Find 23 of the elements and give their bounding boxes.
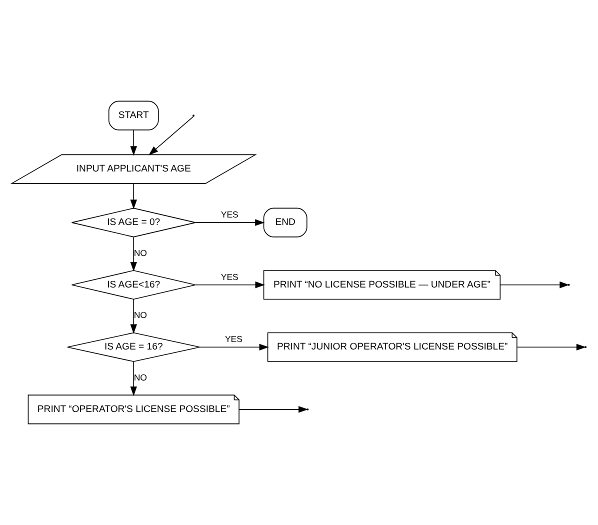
edge-label: NO — [134, 310, 147, 320]
edge-label: NO — [134, 372, 147, 383]
edge-label: NO — [134, 248, 147, 258]
arrow — [148, 116, 194, 156]
arrow — [130, 236, 137, 272]
edge-label: YES — [220, 210, 238, 220]
node-diamond: IS AGE = 0? — [71, 208, 196, 238]
arrow — [130, 130, 137, 156]
edge-label: YES — [224, 334, 243, 344]
arrow — [130, 299, 137, 334]
arrow — [200, 344, 269, 350]
node-box: START — [108, 100, 159, 130]
node-diamond: IS AGE<16? — [71, 270, 196, 300]
arrow — [195, 282, 265, 288]
node-diamond: IS AGE = 16? — [67, 332, 200, 362]
arrow — [238, 406, 308, 413]
arrow — [130, 361, 137, 396]
arrow — [500, 282, 570, 288]
arrow — [195, 219, 265, 226]
arrow — [130, 183, 137, 210]
arrow — [516, 344, 586, 350]
edge-label: YES — [220, 272, 238, 282]
node-box: END — [263, 208, 308, 238]
